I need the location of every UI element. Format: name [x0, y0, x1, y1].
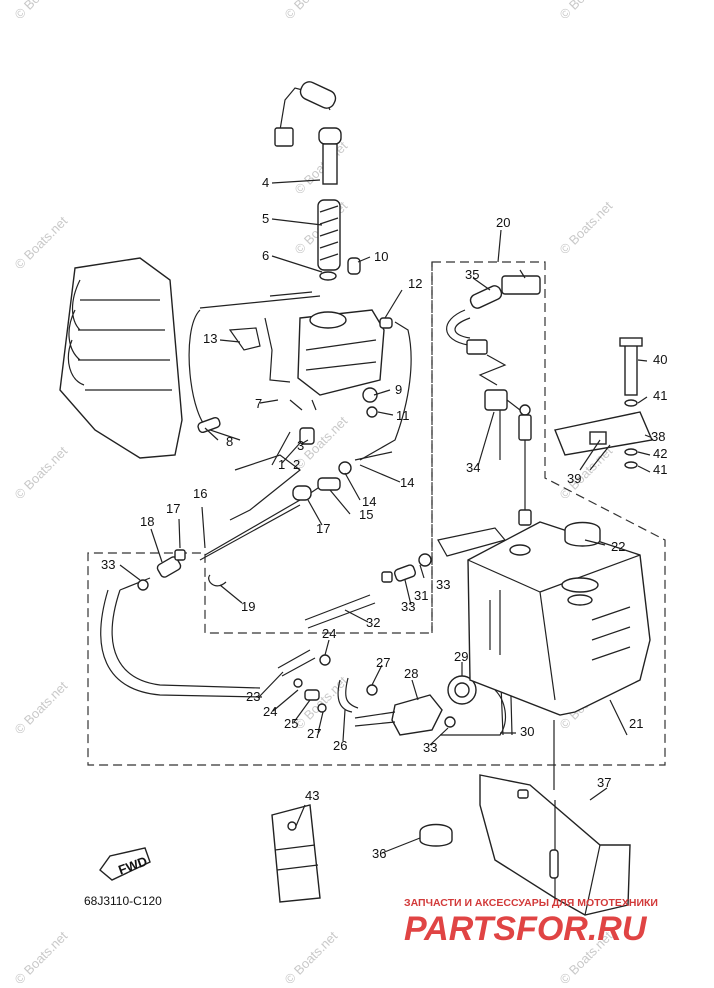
callout-41: 41	[653, 462, 667, 477]
callout-22: 22	[611, 539, 625, 554]
callout-17: 17	[316, 521, 330, 536]
callout-42: 42	[653, 446, 667, 461]
callout-20: 20	[496, 215, 510, 230]
tank-bracket	[479, 337, 653, 916]
callout-6: 6	[262, 248, 269, 263]
callout-12: 12	[408, 276, 422, 291]
wiring-harness	[446, 275, 541, 526]
watermark-text: © Boats.net	[12, 0, 71, 22]
callout-3: 3	[297, 438, 304, 453]
callout-1: 1	[278, 457, 285, 472]
svg-text:ЗАПЧАСТИ И АКСЕССУАРЫ ДЛЯ МОТО: ЗАПЧАСТИ И АКСЕССУАРЫ ДЛЯ МОТОТЕХНИКИ	[404, 897, 658, 909]
callout-18: 18	[140, 514, 154, 529]
callout-8: 8	[226, 434, 233, 449]
callout-33: 33	[401, 599, 415, 614]
clip-and-tag	[271, 804, 453, 903]
separator-housing	[188, 291, 412, 461]
callout-37: 37	[597, 775, 611, 790]
watermark-text: © Boats.net	[12, 928, 71, 987]
callout-31: 31	[414, 588, 428, 603]
leader-lines	[119, 179, 651, 854]
callout-7: 7	[255, 396, 262, 411]
callout-16: 16	[193, 486, 207, 501]
callout-15: 15	[359, 507, 373, 522]
callout-2: 2	[293, 457, 300, 472]
watermark-text: © Boats.net	[292, 138, 351, 197]
callout-28: 28	[404, 666, 418, 681]
callout-41: 41	[653, 388, 667, 403]
callout-30: 30	[520, 724, 534, 739]
callout-32: 32	[366, 615, 380, 630]
callout-13: 13	[203, 331, 217, 346]
callout-4: 4	[262, 175, 269, 190]
watermark-text: © Boats.net	[557, 198, 616, 257]
callout-5: 5	[262, 211, 269, 226]
dashed-boundaries	[87, 261, 666, 766]
callout-43: 43	[305, 788, 319, 803]
watermark-text: © Boats.net	[282, 0, 341, 22]
callout-17: 17	[166, 501, 180, 516]
callout-39: 39	[567, 471, 581, 486]
callout-21: 21	[629, 716, 643, 731]
callout-33: 33	[423, 740, 437, 755]
callout-19: 19	[241, 599, 255, 614]
callout-25: 25	[284, 716, 298, 731]
callout-33: 33	[101, 557, 115, 572]
callout-29: 29	[454, 649, 468, 664]
callout-26: 26	[333, 738, 347, 753]
callout-24: 24	[322, 626, 336, 641]
callout-14: 14	[400, 475, 414, 490]
callout-11: 11	[396, 408, 410, 423]
fuel-tank	[467, 521, 651, 716]
callout-23: 23	[246, 689, 260, 704]
partsfor-logo: ЗАПЧАСТИ И АКСЕССУАРЫ ДЛЯ МОТОТЕХНИКИ PA…	[404, 897, 658, 948]
callout-9: 9	[395, 382, 402, 397]
callout-35: 35	[465, 267, 479, 282]
watermark-text: © Boats.net	[12, 678, 71, 737]
part-code: 68J3110-C120	[84, 894, 162, 908]
callout-27: 27	[376, 655, 390, 670]
callout-34: 34	[466, 460, 480, 475]
callout-27: 27	[307, 726, 321, 741]
callout-24: 24	[263, 704, 277, 719]
callout-40: 40	[653, 352, 667, 367]
callout-38: 38	[651, 429, 665, 444]
sensor-and-filter	[274, 81, 361, 281]
callout-36: 36	[372, 846, 386, 861]
watermark-text: © Boats.net	[12, 443, 71, 502]
watermark-text: © Boats.net	[12, 213, 71, 272]
hoses-and-fittings	[100, 454, 507, 713]
svg-text:PARTSFOR.RU: PARTSFOR.RU	[404, 910, 648, 948]
watermark-text: © Boats.net	[557, 0, 616, 22]
watermark-text: © Boats.net	[282, 928, 341, 987]
engine-cover-drawing	[59, 257, 183, 459]
callout-14: 14	[362, 494, 376, 509]
forward-direction-icon: FWD	[99, 847, 151, 881]
callout-10: 10	[374, 249, 388, 264]
callout-33: 33	[436, 577, 450, 592]
